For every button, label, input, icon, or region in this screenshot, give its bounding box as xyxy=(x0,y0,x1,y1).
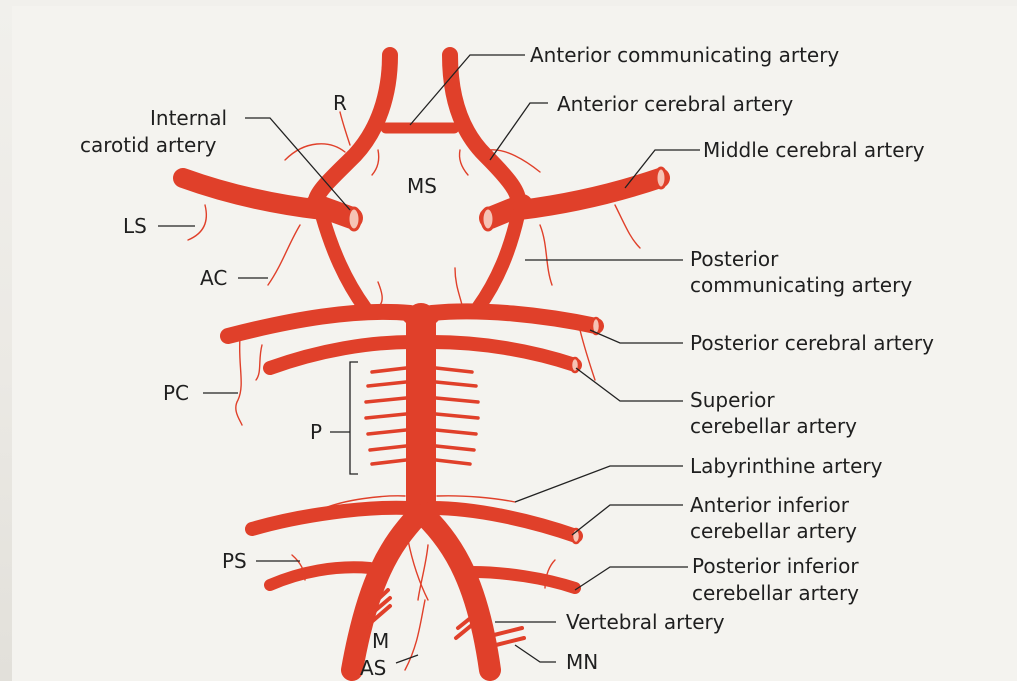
label-anterior-cerebral-artery: Anterior cerebral artery xyxy=(557,92,793,116)
leader-p-bracket xyxy=(330,362,358,474)
label-posterior-communicating-line2: communicating artery xyxy=(690,273,912,297)
label-r: R xyxy=(333,91,347,115)
label-p: P xyxy=(310,420,322,444)
label-ac: AC xyxy=(200,266,227,290)
label-posterior-inferior-cerebellar-line2: cerebellar artery xyxy=(692,581,859,605)
leader-mn xyxy=(515,645,556,662)
posterior-cerebral-artery-right xyxy=(432,311,596,326)
label-vertebral-artery: Vertebral artery xyxy=(566,610,725,634)
anterior-inferior-cerebellar-artery-right xyxy=(432,508,576,536)
anterior-inferior-cerebellar-artery-left xyxy=(252,508,410,529)
label-posterior-communicating-line1: Posterior xyxy=(690,247,779,271)
leader-as xyxy=(396,655,418,663)
label-internal-carotid-line2: carotid artery xyxy=(80,133,217,157)
leader-posterior-cerebral xyxy=(590,330,683,343)
anterior-cerebral-artery-left xyxy=(316,55,390,200)
middle-cerebral-cut xyxy=(656,168,666,188)
label-anterior-inferior-cerebellar-line2: cerebellar artery xyxy=(690,519,857,543)
labels: Anterior communicating artery Anterior c… xyxy=(80,43,934,680)
label-labyrinthine-artery: Labyrinthine artery xyxy=(690,454,883,478)
vertebral-artery-right xyxy=(424,515,490,670)
label-m: M xyxy=(372,629,389,653)
posterior-cerebral-artery-left xyxy=(228,312,410,336)
label-posterior-inferior-cerebellar-line1: Posterior inferior xyxy=(692,554,859,578)
leader-anterior-inferior-cerebellar xyxy=(572,505,683,535)
posterior-inferior-cerebellar-artery-left xyxy=(270,567,370,585)
label-superior-cerebellar-line2: cerebellar artery xyxy=(690,414,857,438)
label-internal-carotid-line1: Internal xyxy=(150,106,227,130)
label-ls: LS xyxy=(123,214,147,238)
leader-anterior-cerebral xyxy=(490,103,548,160)
label-posterior-cerebral-artery: Posterior cerebral artery xyxy=(690,331,934,355)
label-pc: PC xyxy=(163,381,189,405)
label-mn: MN xyxy=(566,650,598,674)
posterior-inferior-cerebellar-artery-right xyxy=(472,572,575,588)
label-anterior-inferior-cerebellar-line1: Anterior inferior xyxy=(690,493,850,517)
superior-cerebellar-artery-left xyxy=(270,342,412,368)
label-ms: MS xyxy=(407,174,437,198)
label-ps: PS xyxy=(222,549,247,573)
leader-labyrinthine xyxy=(515,466,683,502)
label-as: AS xyxy=(360,656,386,680)
leader-posterior-inferior-cerebellar xyxy=(575,567,688,590)
middle-cerebral-artery-right xyxy=(520,178,660,210)
label-middle-cerebral-artery: Middle cerebral artery xyxy=(703,138,925,162)
superior-cerebellar-artery-right xyxy=(432,342,575,365)
middle-cerebral-artery-left xyxy=(183,178,322,210)
label-anterior-communicating-artery: Anterior communicating artery xyxy=(530,43,839,67)
internal-carotid-cut-right xyxy=(482,208,494,230)
label-superior-cerebellar-line1: Superior xyxy=(690,388,775,412)
anterior-cerebral-artery-right xyxy=(450,55,518,200)
internal-carotid-cut-left xyxy=(348,208,360,230)
